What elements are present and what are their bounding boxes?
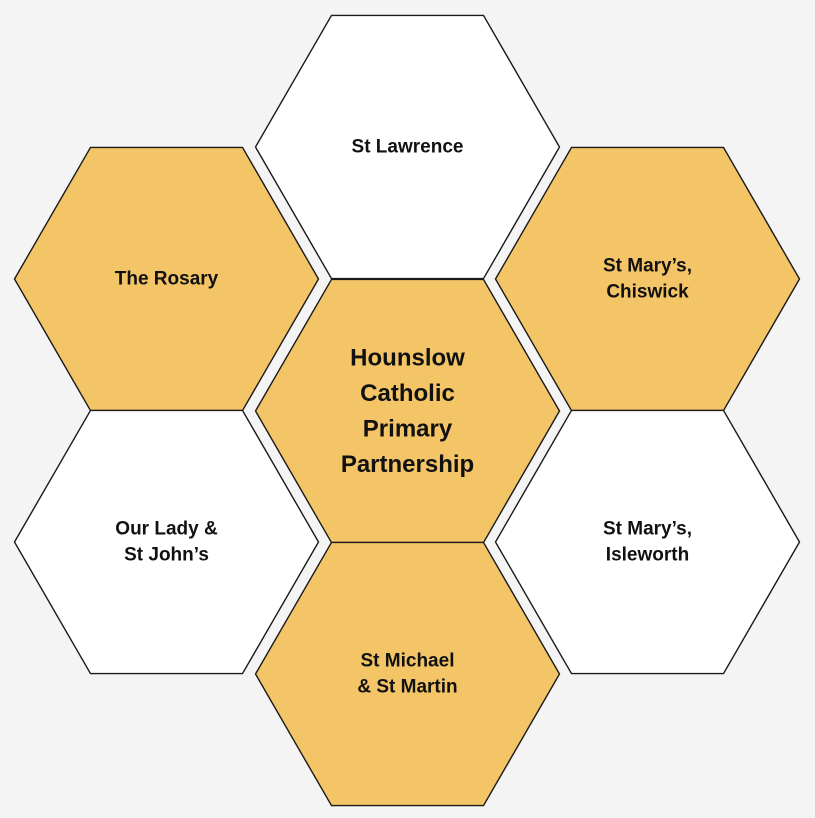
hexagon-shape — [254, 14, 561, 280]
partnership-title-line: Catholic — [360, 380, 455, 407]
hexagon-shape — [13, 409, 320, 675]
hexagon-our-lady-st-johns: Our Lady & St John’s — [13, 409, 320, 675]
school-name-line: & St Martin — [357, 677, 457, 698]
partnership-title-line: Partnership — [341, 451, 474, 478]
hexagon-shape — [494, 409, 801, 675]
partnership-title-line: Primary — [363, 415, 453, 442]
school-name-line: St Michael — [361, 651, 455, 672]
partnership-title-line: Hounslow — [350, 344, 465, 371]
school-name-line: Isleworth — [606, 545, 689, 566]
hexagon-st-michael-st-martin: St Michael & St Martin — [254, 541, 561, 807]
school-name-line: St Mary’s, — [603, 519, 692, 540]
hexagon-st-marys-chiswick: St Mary’s, Chiswick — [494, 146, 801, 412]
hexagon-st-lawrence: St Lawrence — [254, 14, 561, 280]
school-name-line: Chiswick — [606, 282, 689, 303]
school-name-line: St Mary’s, — [603, 256, 692, 277]
school-name-line: Our Lady & — [115, 519, 218, 540]
school-name-line: St Lawrence — [352, 137, 464, 158]
hexagon-shape — [254, 541, 561, 807]
hexagon-st-marys-isleworth: St Mary’s, Isleworth — [494, 409, 801, 675]
school-name-line: St John’s — [124, 545, 209, 566]
school-name-line: The Rosary — [115, 269, 219, 290]
